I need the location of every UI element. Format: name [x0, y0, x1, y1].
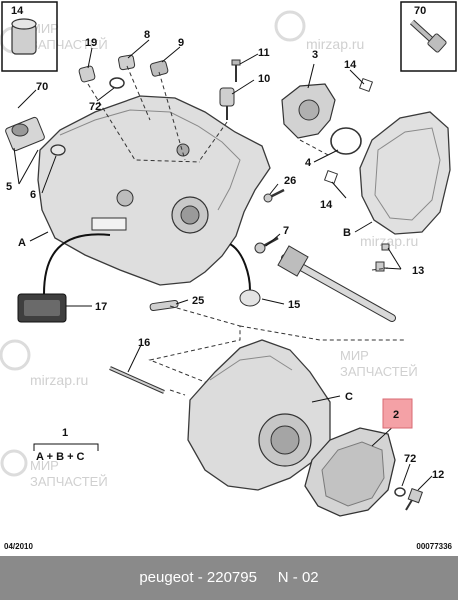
inset-box-70: 70: [400, 1, 457, 72]
callout-19: 19: [85, 37, 97, 49]
callout-14-top: 14: [344, 59, 357, 71]
output-shaft: [277, 245, 396, 322]
callout-70: 70: [36, 81, 48, 93]
callout-9: 9: [178, 37, 184, 49]
housing-c: [187, 339, 331, 491]
callout-3: 3: [312, 49, 318, 61]
housing-b: [359, 111, 451, 235]
part-70-bolt: [409, 19, 447, 53]
callout-11: 11: [258, 47, 270, 59]
callout-6: 6: [30, 189, 36, 201]
part-8: [118, 54, 136, 71]
part-72-washer: [394, 487, 406, 497]
callout-16: 16: [138, 337, 150, 349]
part-14-plug-b: [323, 169, 339, 185]
watermark-mir-1: МИР: [30, 21, 59, 36]
callout-72-top: 72: [89, 101, 101, 113]
part-6-seal: [50, 144, 66, 156]
part-15-plug: [239, 289, 261, 307]
part-16-rod: [109, 366, 165, 394]
part-3-cover: [281, 83, 336, 139]
part-5-flange: [5, 116, 45, 152]
part-2-rear-cover: [304, 427, 396, 517]
assembly-legend: 1 A + B + C: [33, 427, 99, 463]
part-9: [149, 60, 169, 77]
watermark-logo-2: [274, 10, 306, 42]
callout-C: C: [345, 391, 353, 403]
callout-5: 5: [6, 181, 12, 193]
callout-labels: 8 9 19 72 70 11 10 3 14 4 14 5 6 26 B 7 …: [6, 29, 444, 481]
curve-17-link: [43, 233, 111, 295]
callout-26: 26: [284, 175, 296, 187]
legend-bottom-label: A + B + C: [36, 451, 85, 463]
caption-text: peugeot - 220795 N - 02: [139, 569, 319, 586]
callout-10: 10: [258, 73, 270, 85]
inset-box-14: 14: [1, 1, 58, 72]
part-19: [78, 65, 96, 83]
part-17-seal-plate: [17, 293, 67, 323]
watermark-mir-4: МИР: [30, 458, 59, 473]
footer-date: 04/2010: [4, 542, 33, 551]
highlight-box-2: [382, 398, 413, 429]
callout-13: 13: [412, 265, 424, 277]
footer-code: 00077336: [416, 542, 452, 551]
watermark-mir-3: МИР: [340, 348, 369, 363]
part-13-bolts: [375, 243, 390, 272]
part-12-bolt: [405, 487, 423, 511]
part-4-oring: [330, 127, 362, 155]
callout-8: 8: [144, 29, 150, 41]
watermark-logo-3: [0, 339, 31, 371]
watermark-site-3: mirzap.ru: [30, 372, 88, 388]
watermark-zapchastei-4: ЗАПЧАСТЕЙ: [30, 474, 108, 489]
part-14-plug-a: [358, 77, 374, 93]
callout-12: 12: [432, 469, 444, 481]
watermark-zapchastei-1: ЗАПЧАСТЕЙ: [30, 37, 108, 52]
callout-4: 4: [305, 157, 312, 169]
housing-a: [37, 95, 271, 286]
callout-2: 2: [393, 409, 399, 421]
callout-72-bottom: 72: [404, 453, 416, 465]
watermark-site-1: mirzap.ru: [306, 36, 364, 52]
watermark-zapchastei-3: ЗАПЧАСТЕЙ: [340, 364, 418, 379]
watermark-site-2: mirzap.ru: [360, 233, 418, 249]
curve-15-link: [229, 243, 251, 291]
part-26-bolt: [263, 188, 285, 203]
callout-17: 17: [95, 301, 107, 313]
callout-15: 15: [288, 299, 300, 311]
assembly-dashed-lines: [87, 65, 404, 397]
part-10-sensor: [219, 87, 235, 120]
callout-7: 7: [283, 225, 289, 237]
callout-70-box: 70: [414, 5, 426, 17]
legend-top-label: 1: [62, 427, 68, 439]
callout-14-box: 14: [11, 5, 24, 17]
callout-A: A: [18, 237, 26, 249]
part-11-bolt: [231, 59, 241, 82]
part-25-pin: [149, 299, 179, 312]
leader-lines: [13, 39, 433, 491]
part-72-ring: [109, 77, 125, 89]
callout-B: B: [343, 227, 351, 239]
callout-14-mid: 14: [320, 199, 333, 211]
watermark-logo-4: [0, 449, 28, 477]
callout-25: 25: [192, 295, 204, 307]
caption-bar: peugeot - 220795 N - 02: [0, 556, 458, 600]
